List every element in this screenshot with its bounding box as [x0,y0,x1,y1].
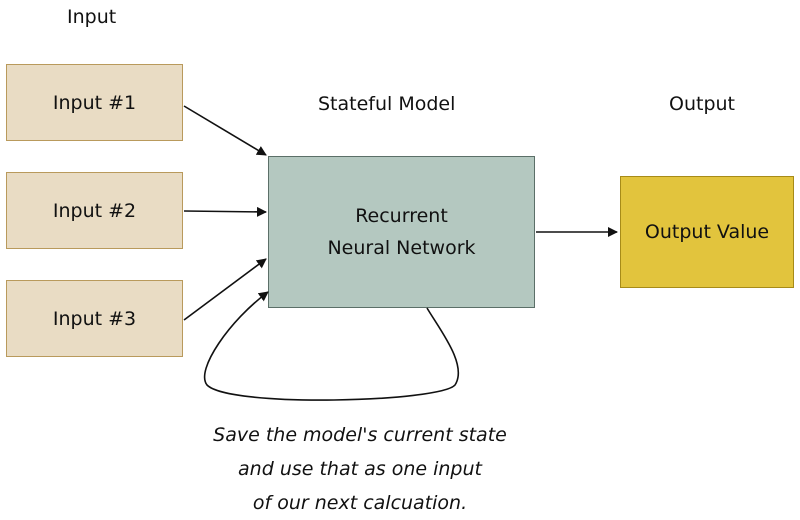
arrow-input1-to-model [183,105,267,156]
output-header: Output [669,93,735,115]
input-box-2-label: Input #2 [52,199,137,222]
output-label: Output Value [644,221,770,243]
model-box: Recurrent Neural Network [268,156,535,308]
arrow-input2-to-model [183,206,267,217]
input-box-3-label: Input #3 [52,307,137,330]
feedback-note: Save the model's current state and use t… [100,418,620,520]
arrow-input3-to-model [183,258,267,321]
input-box-2: Input #2 [6,172,183,249]
input-box-1: Input #1 [6,64,183,141]
note-line1: Save the model's current state [213,424,507,446]
input-box-3: Input #3 [6,280,183,357]
model-header: Stateful Model [318,93,456,115]
input-header: Input [67,6,117,28]
note-line2: and use that as one input [238,458,482,480]
note-line3: of our next calcuation. [252,492,468,514]
feedback-loop-arrow [203,291,460,401]
input-box-1-label: Input #1 [52,91,137,114]
output-box: Output Value [620,176,794,288]
model-label-line2: Neural Network [327,237,476,259]
model-label-line1: Recurrent [355,205,448,227]
